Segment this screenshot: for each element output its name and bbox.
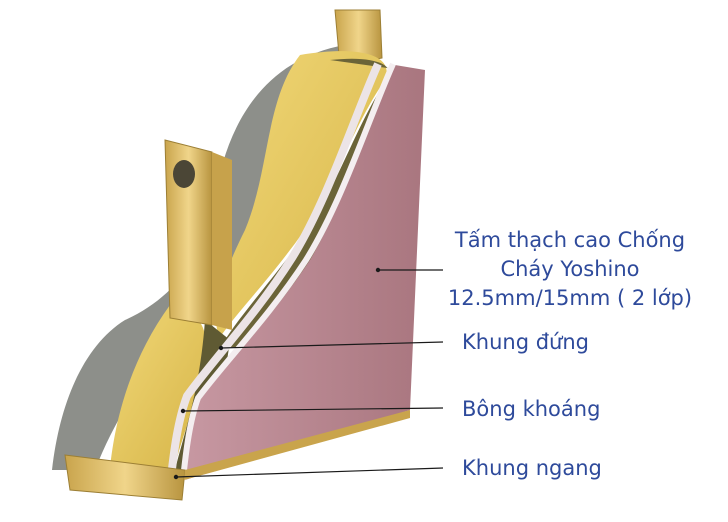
leader-dots (173, 267, 381, 480)
leader-line-vertical-stud (220, 341, 444, 349)
horizontal-steel-track (64, 410, 410, 501)
gypsum-board-layers (167, 62, 425, 481)
label-mineral-wool: Bông khoáng (462, 397, 601, 421)
vertical-steel-stud (164, 139, 232, 330)
label-gypsum-board-line-3: 12.5mm/15mm ( 2 lớp) (447, 286, 693, 310)
label-gypsum-board-line-2: Cháy Yoshino (500, 257, 640, 281)
label-gypsum-board-line-1: Tấm thạch cao Chống (454, 228, 686, 252)
label-vertical-stud: Khung đứng (462, 330, 589, 354)
leader-line-horizontal-track (175, 467, 444, 478)
leader-line-mineral-wool (182, 407, 444, 412)
stud-punch-hole (173, 160, 195, 188)
label-horizontal-track: Khung ngang (462, 456, 602, 480)
label-gypsum-board: Tấm thạch cao Chống Cháy Yoshino 12.5mm/… (440, 226, 700, 313)
leader-lines (175, 269, 444, 478)
